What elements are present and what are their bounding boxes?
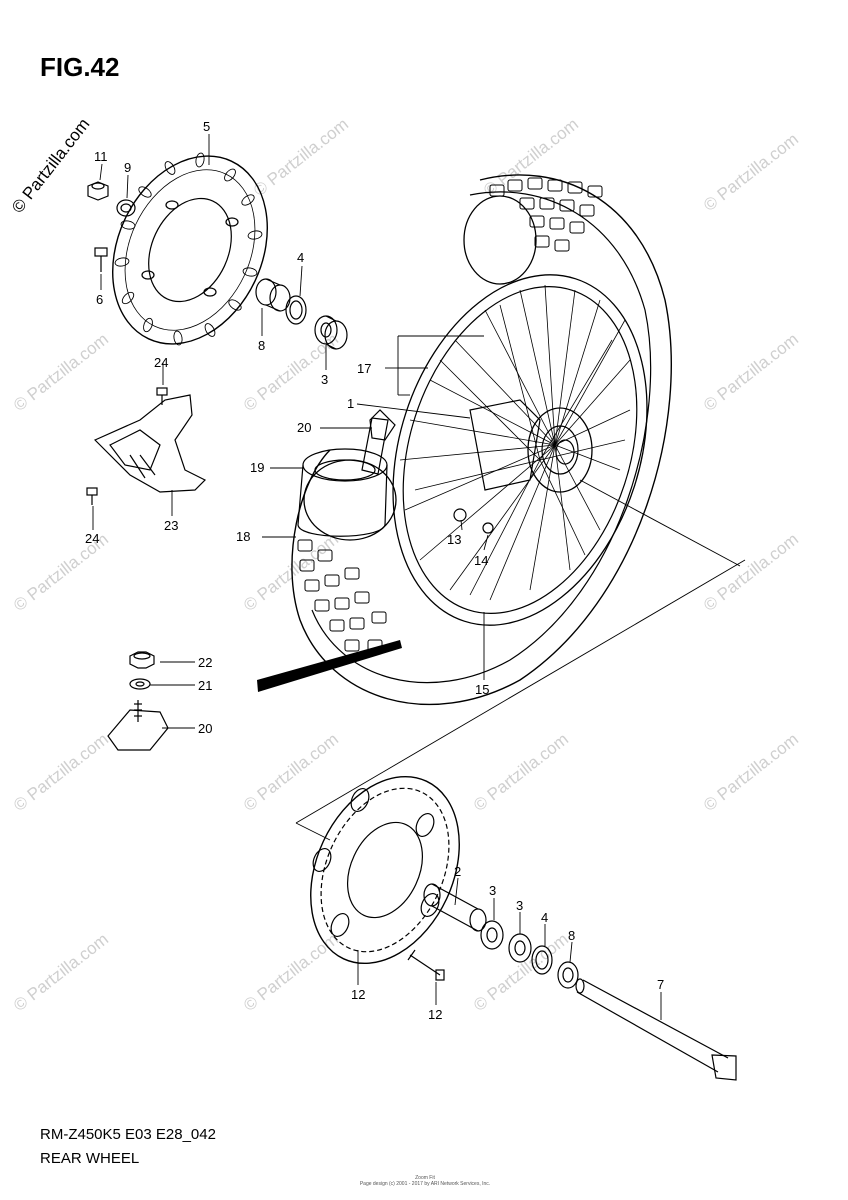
copyright-line-2: Page design (c) 2001 - 2017 by ARI Netwo… <box>359 1181 491 1187</box>
callout-1: 1 <box>347 396 354 411</box>
tire-bead <box>257 640 402 692</box>
callout-12: 12 <box>428 1007 442 1022</box>
inner-tube <box>297 448 388 537</box>
callout-8: 8 <box>258 338 265 353</box>
rim-band <box>361 409 396 475</box>
callout-23: 23 <box>164 518 178 533</box>
callout-16: 17 <box>357 361 371 376</box>
leader-lines <box>92 134 662 1020</box>
callout-15: 15 <box>475 682 489 697</box>
callout-6: 6 <box>96 292 103 307</box>
callout-3-lower-b: 3 <box>516 898 523 913</box>
copyright-line-1: Zoom Fit <box>415 1175 435 1181</box>
copyright-note: Zoom Fit Page design (c) 2001 - 2017 by … <box>340 1175 510 1187</box>
brake-disc <box>112 152 268 346</box>
callout-13: 13 <box>447 532 461 547</box>
callout-3-lower-a: 3 <box>489 883 496 898</box>
callout-24-top: 24 <box>154 355 168 370</box>
rim-lock-washer <box>129 678 151 690</box>
bearing-part <box>508 933 532 963</box>
callout-11: 12 <box>351 987 365 1002</box>
rear-axle <box>575 978 737 1081</box>
spoke-nipple <box>453 508 494 534</box>
callouts: 5 11 9 6 4 8 3 17 1 20 19 18 24 23 24 13… <box>85 119 664 1022</box>
collar-part <box>557 961 579 989</box>
tire-tread <box>297 177 603 652</box>
bolt-part <box>94 247 108 272</box>
callout-21: 21 <box>198 678 212 693</box>
rim <box>392 274 648 626</box>
tire <box>291 174 672 706</box>
callout-17: 18 <box>236 529 250 544</box>
rim-lock-nut <box>129 651 155 669</box>
callout-4: 4 <box>297 250 304 265</box>
section-name: REAR WHEEL <box>40 1150 140 1167</box>
callout-10: 11 <box>94 149 108 164</box>
assembly-guide-lines <box>295 479 746 841</box>
callout-14: 14 <box>474 553 488 568</box>
nut-part <box>87 181 109 201</box>
spacer-part <box>423 883 487 932</box>
hub <box>469 399 593 493</box>
callout-3: 3 <box>321 372 328 387</box>
model-code: RM-Z450K5 E03 E28_042 <box>40 1126 216 1143</box>
oil-seal-part <box>285 295 307 325</box>
bolt-part <box>86 487 98 505</box>
callout-9: 9 <box>124 160 131 175</box>
callout-4-lower: 4 <box>541 910 548 925</box>
figure-title: FIG.42 <box>40 52 120 82</box>
sprocket-bolt <box>407 949 445 981</box>
callout-24-bottom: 24 <box>85 531 99 546</box>
bearing-part <box>480 920 504 950</box>
bolt-part <box>156 387 168 405</box>
collar-part <box>255 278 291 312</box>
oil-seal-part <box>531 945 553 975</box>
callout-8-lower: 8 <box>568 928 575 943</box>
spokes <box>399 284 631 601</box>
callout-18: 19 <box>250 460 264 475</box>
callout-20: 20 <box>198 721 212 736</box>
callout-19: 20 <box>297 420 311 435</box>
callout-22: 22 <box>198 655 212 670</box>
disc-guard <box>93 394 207 493</box>
callout-2: 2 <box>454 864 461 879</box>
bearing-part <box>314 315 348 350</box>
washer-part <box>116 199 136 217</box>
rim-lock <box>107 700 169 751</box>
callout-7: 7 <box>657 977 664 992</box>
callout-5: 5 <box>203 119 210 134</box>
